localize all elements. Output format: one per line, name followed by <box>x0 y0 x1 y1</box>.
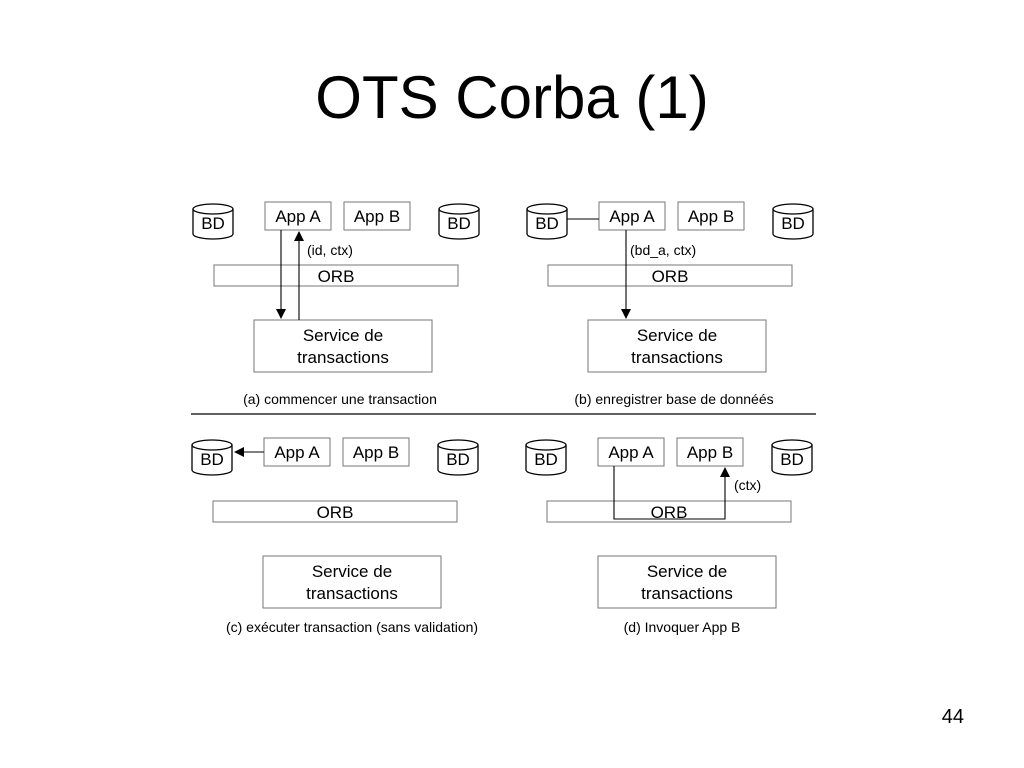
database-cylinder-top <box>526 203 568 215</box>
page-number: 44 <box>941 706 964 728</box>
database-label: BD <box>201 214 225 233</box>
database-label: BD <box>200 450 224 469</box>
transaction-service-line2: transactions <box>631 348 723 367</box>
orb-bar <box>546 500 792 523</box>
database-right: BD <box>771 439 813 476</box>
database-left: BD <box>525 439 567 476</box>
orb-bar <box>212 500 458 523</box>
database-label: BD <box>447 214 471 233</box>
database-right: BD <box>438 203 480 240</box>
app-b-label: App B <box>687 443 733 462</box>
app-b-box <box>676 437 744 467</box>
database-cylinder-body <box>191 445 233 476</box>
app-b-label: App B <box>688 207 734 226</box>
database-label: BD <box>446 450 470 469</box>
app-b-label: App B <box>353 443 399 462</box>
database-label: BD <box>780 450 804 469</box>
orb-label: ORB <box>651 503 688 522</box>
transaction-service-box <box>253 319 433 373</box>
orb-label: ORB <box>317 503 354 522</box>
transaction-service-line2: transactions <box>641 584 733 603</box>
panel-caption: (b) enregistrer base de donnéés <box>574 391 773 407</box>
database-left: BD <box>191 439 233 476</box>
transaction-service-box <box>262 555 442 609</box>
orb-label: ORB <box>318 267 355 286</box>
app-a-label: App A <box>608 443 654 462</box>
database-left: BD <box>192 203 234 240</box>
app-b-label: App B <box>354 207 400 226</box>
database-label: BD <box>534 450 558 469</box>
database-cylinder-body <box>525 445 567 476</box>
database-cylinder-body <box>192 209 234 240</box>
panel-caption: (d) Invoquer App B <box>624 619 741 635</box>
arrow-app-a-to-app-b-via-orb <box>613 466 730 520</box>
app-b-box <box>677 201 745 231</box>
panel-caption: (a) commencer une transaction <box>243 391 437 407</box>
panel-b: BD App A App B BD ORB Service de transactions (… <box>526 201 814 407</box>
panel-annotation: (id, ctx) <box>307 242 353 258</box>
transaction-service-line1: Service de <box>647 562 727 581</box>
app-b-box <box>343 201 411 231</box>
transaction-service-line1: Service de <box>303 326 383 345</box>
transaction-service-box <box>587 319 767 373</box>
transaction-service-line1: Service de <box>637 326 717 345</box>
app-a-box <box>597 437 665 467</box>
app-a-box <box>598 201 666 231</box>
app-a-label: App A <box>274 443 320 462</box>
panel-c: BD App A App B BD ORB Service de transactions (… <box>191 437 479 635</box>
database-left: BD <box>526 203 568 240</box>
panel-caption: (c) exécuter transaction (sans validatio… <box>226 619 478 635</box>
panel-d: BD App A App B BD ORB Service de transactions (… <box>525 437 813 635</box>
database-cylinder-top <box>771 439 813 451</box>
database-cylinder-body <box>438 209 480 240</box>
database-cylinder-body <box>526 209 568 240</box>
app-b-box <box>342 437 410 467</box>
database-cylinder-top <box>438 203 480 215</box>
panel-a: BD App A App B BD ORB Service de transactions (… <box>192 201 480 407</box>
transaction-service-line1: Service de <box>312 562 392 581</box>
app-a-box <box>263 437 331 467</box>
database-cylinder-body <box>772 209 814 240</box>
database-cylinder-top <box>437 439 479 451</box>
panel-annotation: (ctx) <box>734 477 761 493</box>
database-cylinder-body <box>437 445 479 476</box>
app-a-label: App A <box>275 207 321 226</box>
panel-annotation: (bd_a, ctx) <box>630 242 696 258</box>
app-a-box <box>264 201 332 231</box>
orb-label: ORB <box>652 267 689 286</box>
database-right: BD <box>772 203 814 240</box>
database-label: BD <box>781 214 805 233</box>
database-right: BD <box>437 439 479 476</box>
orb-bar <box>213 264 459 287</box>
database-cylinder-top <box>191 439 233 451</box>
database-label: BD <box>535 214 559 233</box>
database-cylinder-body <box>771 445 813 476</box>
transaction-service-line2: transactions <box>297 348 389 367</box>
database-cylinder-top <box>192 203 234 215</box>
database-cylinder-top <box>525 439 567 451</box>
orb-bar <box>547 264 793 287</box>
database-cylinder-top <box>772 203 814 215</box>
app-a-label: App A <box>609 207 655 226</box>
transaction-service-line2: transactions <box>306 584 398 603</box>
slide-title: OTS Corba (1) <box>315 64 709 131</box>
transaction-service-box <box>597 555 777 609</box>
